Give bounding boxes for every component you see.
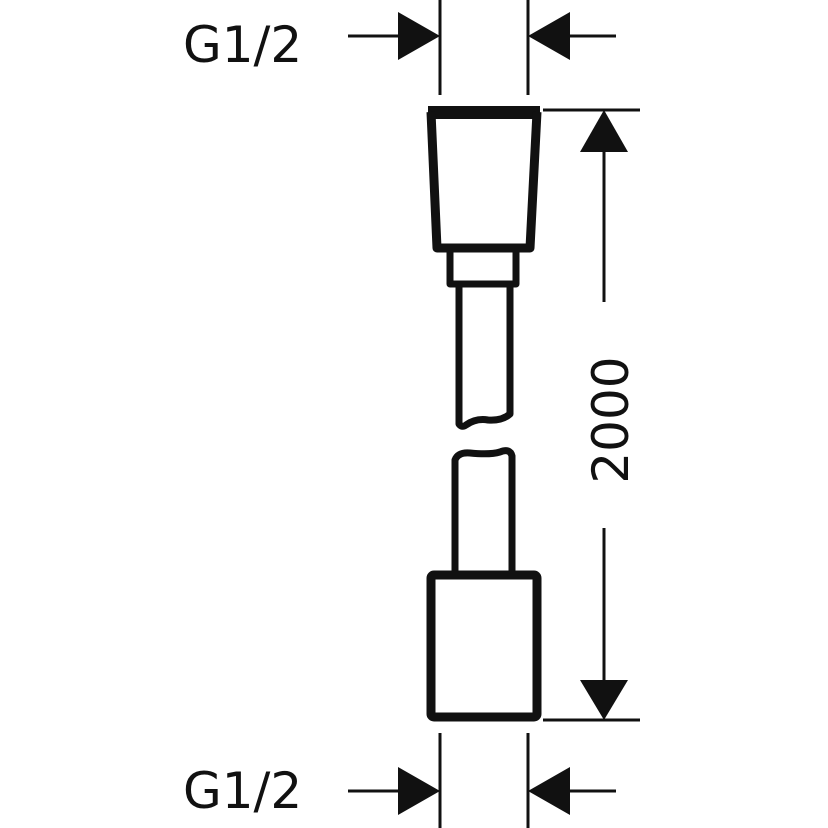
top-thread-dimension: G1/2 <box>183 0 616 95</box>
top-thread-label: G1/2 <box>183 16 302 74</box>
top-fitting-cap <box>428 106 540 119</box>
bottom-thread-dimension: G1/2 <box>183 733 616 828</box>
bottom-right-arrow-icon <box>528 767 570 815</box>
hose-lower-segment <box>451 447 516 575</box>
bottom-left-arrow-icon <box>398 767 440 815</box>
top-fitting-collar <box>446 250 520 288</box>
bottom-fitting-body <box>426 570 542 722</box>
bottom-fitting <box>426 447 542 722</box>
length-bottom-arrow-icon <box>580 680 628 720</box>
length-top-arrow-icon <box>580 110 628 152</box>
length-dimension: 2000 <box>543 108 640 722</box>
top-fitting <box>426 106 542 430</box>
top-right-arrow-icon <box>528 12 570 60</box>
bottom-thread-label: G1/2 <box>183 762 302 820</box>
top-left-arrow-icon <box>398 12 440 60</box>
hose-upper-segment <box>455 286 514 430</box>
length-label: 2000 <box>582 356 640 483</box>
top-fitting-body <box>426 111 542 253</box>
